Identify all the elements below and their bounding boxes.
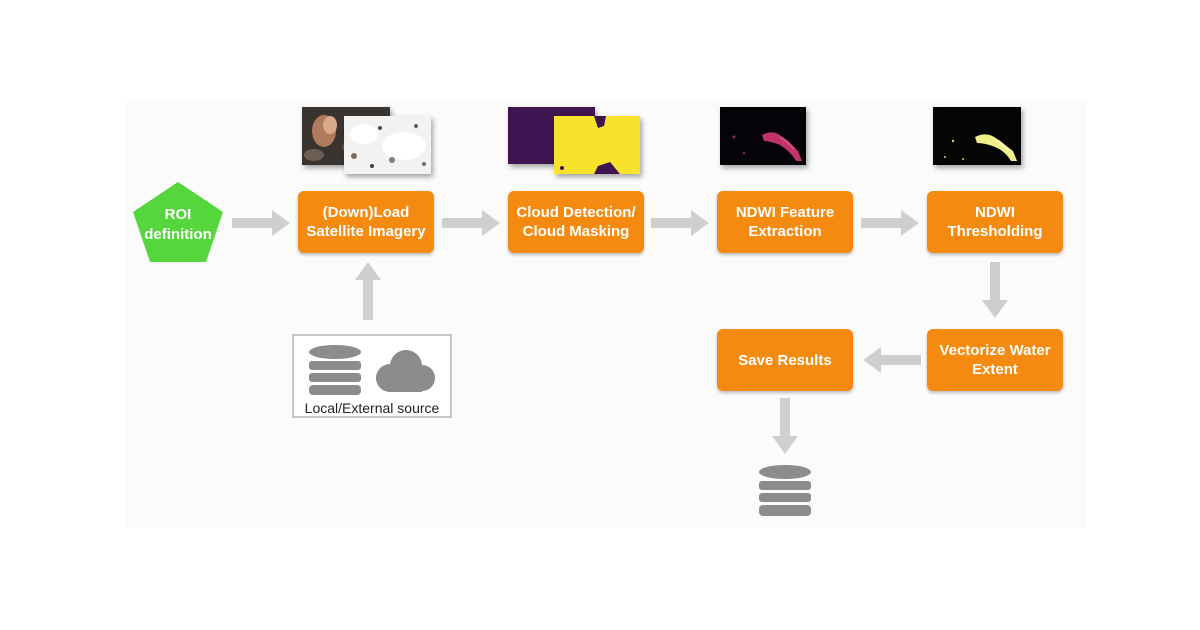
arrow-load-to-cloud [442, 210, 500, 236]
roi-definition-node: ROI definition [132, 181, 224, 263]
arrow-roi-to-load [232, 210, 290, 236]
step-vectorize-water-extent: Vectorize Water Extent [927, 329, 1063, 391]
local-external-source: Local/External source [292, 334, 452, 418]
source-label: Local/External source [304, 400, 440, 416]
cloud-icon [376, 350, 435, 392]
step-cloud-detection: Cloud Detection/ Cloud Masking [508, 191, 644, 253]
database-icon [309, 345, 361, 395]
roi-label: ROI definition [144, 206, 212, 243]
arrow-threshold-to-vectorize [982, 262, 1008, 318]
arrow-cloud-to-ndwi [651, 210, 709, 236]
ndwi-feature-thumbnail [720, 107, 806, 165]
step-load-satellite-imagery: (Down)Load Satellite Imagery [298, 191, 434, 253]
database-icon [759, 465, 811, 516]
ndwi-threshold-thumbnail [933, 107, 1021, 165]
step-ndwi-thresholding: NDWI Thresholding [927, 191, 1063, 253]
arrow-ndwi-to-threshold [861, 210, 919, 236]
satellite-thumbnail-clouds [344, 116, 431, 174]
arrow-vectorize-to-save [863, 347, 921, 373]
step-save-results: Save Results [717, 329, 853, 391]
arrow-save-to-database [772, 398, 798, 454]
arrow-source-to-load [355, 262, 381, 320]
pentagon-shape [133, 182, 223, 262]
step-ndwi-feature-extraction: NDWI Feature Extraction [717, 191, 853, 253]
cloud-mask-thumbnail [554, 116, 640, 174]
